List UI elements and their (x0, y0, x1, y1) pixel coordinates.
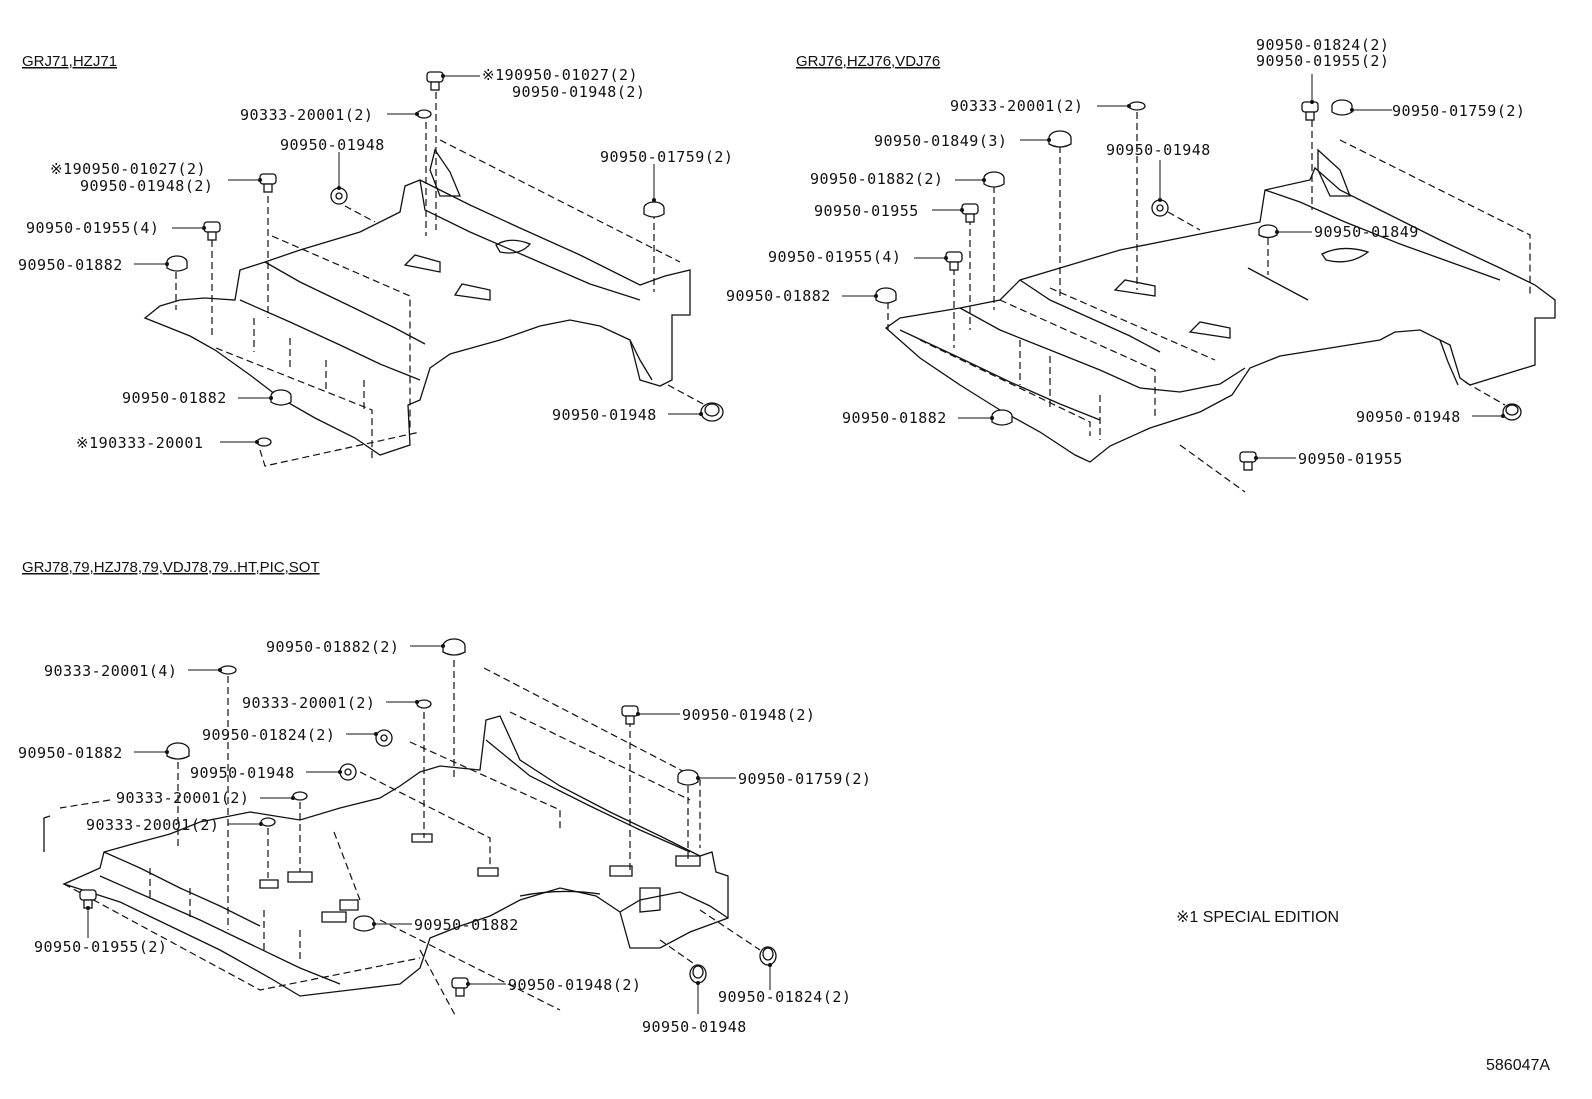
clip-icon (426, 71, 444, 91)
guide-lines (175, 92, 706, 467)
part-label: 90950-01948 (1356, 408, 1461, 426)
part-label: 90333-20001(2) (950, 97, 1083, 115)
clip-icon (259, 173, 277, 193)
part-label: 90950-01948 (280, 136, 385, 154)
part-label: 90950-01948(2) (80, 177, 213, 195)
part-label: 90950-01882 (122, 389, 227, 407)
part-icons (875, 99, 1522, 471)
plug-icon (689, 964, 707, 984)
plug-icon (700, 402, 724, 422)
part-label: 90950-01955(4) (768, 248, 901, 266)
plug-icon (875, 287, 897, 304)
clip-icon (945, 251, 963, 271)
section-grj78-79: GRJ78,79,HZJ78,79,VDJ78,79..HT,PIC,SOT (18, 559, 871, 1036)
leader-lines (86, 644, 772, 1014)
part-label: 90950-01948 (190, 764, 295, 782)
plug-icon (1331, 99, 1353, 116)
part-label: 90333-20001(2) (242, 694, 375, 712)
plug-icon (1502, 403, 1522, 421)
floor-panel-drawing (143, 148, 691, 456)
clip-icon (1301, 101, 1319, 121)
plug-icon (353, 915, 375, 932)
clip-icon (1239, 451, 1257, 471)
grommet-icon (1151, 199, 1169, 217)
illustration-number: 586047A (1486, 1057, 1550, 1074)
part-label: 90950-01955 (814, 202, 919, 220)
section-header: GRJ76,HZJ76,VDJ76 (796, 53, 940, 70)
part-label: 90950-01882 (18, 744, 123, 762)
leader-lines (134, 74, 703, 444)
part-label: 90950-01948(2) (682, 706, 815, 724)
clip-icon (79, 889, 97, 909)
part-label: 90950-01955 (1298, 450, 1403, 468)
part-label: 90950-01824(2) (1256, 36, 1389, 54)
plug-icon (643, 201, 665, 218)
section-grj71: GRJ71,HZJ71 (18, 53, 733, 467)
grommet-icon (260, 817, 276, 827)
grommet-icon (219, 665, 237, 675)
section-grj76: GRJ76,HZJ76,VDJ76 (726, 36, 1556, 493)
plug-icon (1048, 130, 1072, 148)
part-label: ※190950-01027(2) (50, 160, 206, 178)
part-label: 90333-20001(2) (240, 106, 373, 124)
plug-icon (983, 171, 1005, 188)
plug-icon (166, 255, 188, 272)
plug-icon (991, 409, 1013, 426)
guide-lines (59, 660, 761, 1016)
part-label: 90950-01849 (1314, 223, 1419, 241)
clip-icon (961, 203, 979, 223)
grommet-icon (416, 109, 432, 119)
part-label: 90333-20001(4) (44, 662, 177, 680)
part-label: 90950-01882 (726, 287, 831, 305)
grommet-icon (1128, 101, 1146, 111)
part-label: 90950-01882(2) (810, 170, 943, 188)
plug-icon (166, 742, 190, 760)
part-label: 90950-01948(2) (508, 976, 641, 994)
part-label: 90950-01882 (414, 916, 519, 934)
part-label: 90950-01955(4) (26, 219, 159, 237)
grommet-icon (339, 763, 357, 781)
guide-lines (887, 112, 1531, 493)
plug-icon (759, 946, 777, 966)
part-label: ※190950-01027(2) (482, 66, 638, 84)
grommet-icon (292, 791, 308, 801)
section-header: GRJ71,HZJ71 (22, 53, 117, 70)
part-label: 90950-01948(2) (512, 83, 645, 101)
grommet-icon (256, 437, 272, 447)
plug-icon (1258, 224, 1278, 239)
clip-icon (621, 705, 639, 725)
part-label: 90950-01948 (1106, 141, 1211, 159)
part-label: 90950-01824(2) (202, 726, 335, 744)
part-icons (166, 71, 724, 447)
part-label: 90950-01759(2) (738, 770, 871, 788)
leader-lines (842, 74, 1505, 460)
plug-icon (270, 389, 292, 406)
part-label: 90950-01948 (642, 1018, 747, 1036)
clip-icon (203, 221, 221, 241)
plug-icon (442, 638, 466, 656)
plug-icon (677, 769, 699, 786)
part-label: ※190333-20001 (76, 434, 203, 452)
part-label: 90950-01882(2) (266, 638, 399, 656)
part-label: 90950-01759(2) (1392, 102, 1525, 120)
special-edition-note: ※1 SPECIAL EDITION (1176, 909, 1339, 926)
part-label: 90333-20001(2) (86, 816, 219, 834)
floor-panel-drawing (884, 148, 1556, 463)
grommet-icon (375, 729, 393, 747)
clip-icon (451, 977, 469, 997)
part-label: 90333-20001(2) (116, 789, 249, 807)
section-header: GRJ78,79,HZJ78,79,VDJ78,79..HT,PIC,SOT (22, 559, 320, 576)
part-label: 90950-01882 (18, 256, 123, 274)
floor-panel-drawing (43, 715, 729, 997)
part-label: 90950-01824(2) (718, 988, 851, 1006)
part-label: 90950-01955(2) (34, 938, 167, 956)
part-label: 90950-01955(2) (1256, 52, 1389, 70)
part-label: 90950-01882 (842, 409, 947, 427)
part-label: 90950-01759(2) (600, 148, 733, 166)
grommet-icon (330, 187, 348, 205)
part-label: 90950-01849(3) (874, 132, 1007, 150)
grommet-icon (416, 699, 432, 709)
part-label: 90950-01948 (552, 406, 657, 424)
